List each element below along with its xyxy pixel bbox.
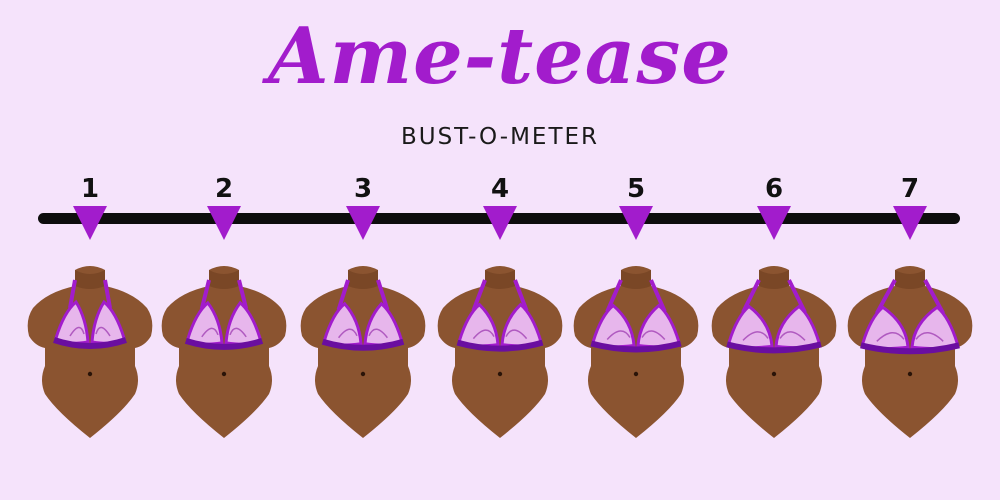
brand-title: Ame-tease — [268, 11, 732, 102]
pointer-triangle-icon — [893, 206, 927, 240]
bust-figure-3 — [296, 262, 430, 440]
scale-marker-3: 3 — [323, 176, 403, 240]
scale-marker-4: 4 — [460, 176, 540, 240]
marker-number: 5 — [626, 174, 646, 204]
bust-o-meter-subtitle: BUST-O-METER — [400, 124, 600, 150]
bust-figure-1 — [23, 262, 157, 440]
marker-number: 6 — [764, 174, 784, 204]
bust-figure-2 — [157, 262, 291, 440]
pointer-triangle-icon — [757, 206, 791, 240]
marker-number: 4 — [490, 174, 510, 204]
scale-marker-6: 6 — [734, 176, 814, 240]
scale-marker-5: 5 — [596, 176, 676, 240]
bust-figure-7 — [843, 262, 977, 440]
bust-figure-4 — [433, 262, 567, 440]
pointer-triangle-icon — [73, 206, 107, 240]
pointer-triangle-icon — [207, 206, 241, 240]
marker-number: 3 — [353, 174, 373, 204]
scale-marker-2: 2 — [184, 176, 264, 240]
pointer-triangle-icon — [619, 206, 653, 240]
marker-number: 2 — [214, 174, 234, 204]
marker-number: 7 — [900, 174, 920, 204]
scale-marker-1: 1 — [50, 176, 130, 240]
pointer-triangle-icon — [483, 206, 517, 240]
bust-figure-5 — [569, 262, 703, 440]
scale-marker-7: 7 — [870, 176, 950, 240]
pointer-triangle-icon — [346, 206, 380, 240]
bust-figure-6 — [707, 262, 841, 440]
marker-number: 1 — [80, 174, 100, 204]
